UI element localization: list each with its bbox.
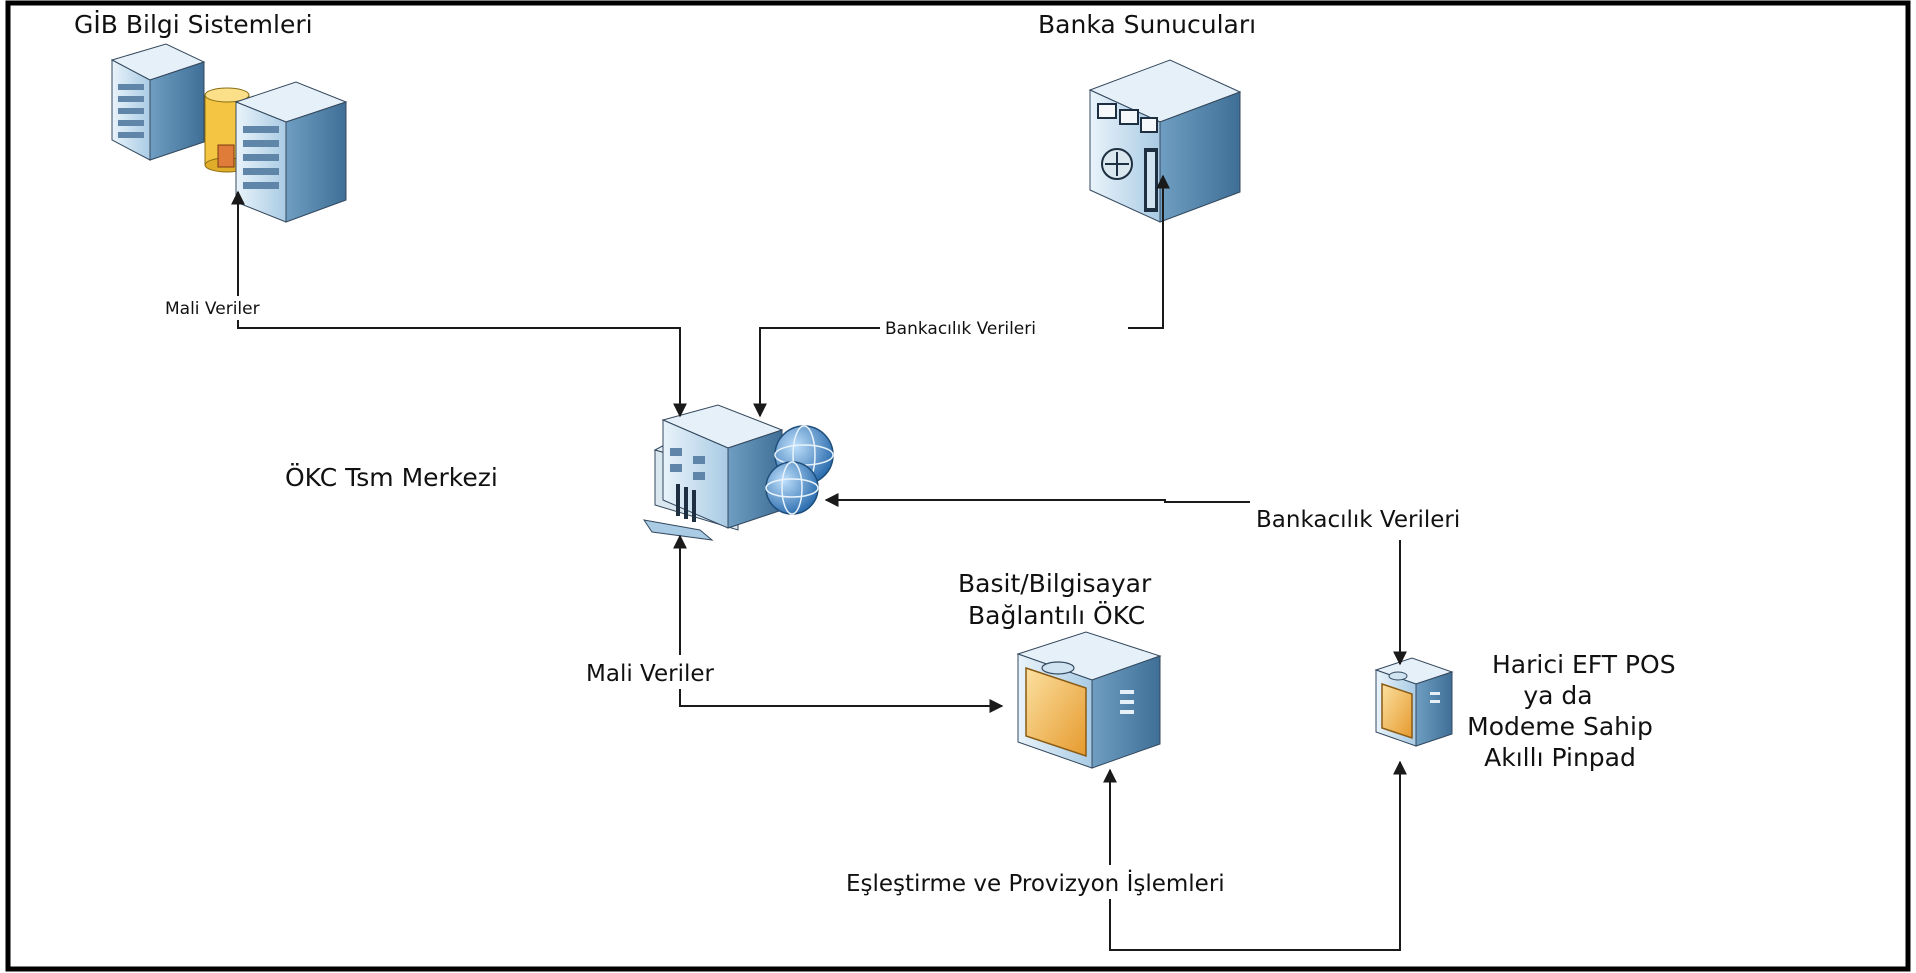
tsm-center-icon (642, 404, 834, 541)
edge-label-bankacilik-top: Bankacılık Verileri (885, 319, 1036, 339)
connector-bankacilik-top (753, 190, 1164, 418)
bank-building-icon (1088, 59, 1242, 223)
eft-pos-device-icon (1374, 657, 1454, 747)
okc-label-line2: Bağlantılı ÖKC (968, 601, 1145, 630)
okc-label-line1: Basit/Bilgisayar (958, 569, 1152, 598)
edge-label-bankacilik-right: Bankacılık Verileri (1256, 507, 1460, 533)
edge-label-mali-veriler-top: Mali Veriler (165, 299, 260, 319)
connector-eslestirme (1109, 760, 1407, 951)
edge-label-eslestirme: Eşleştirme ve Provizyon İşlemleri (846, 869, 1225, 897)
pos-label-line3: Modeme Sahip (1467, 712, 1653, 741)
okc-device-icon (1016, 631, 1162, 769)
diagram-border (5, 0, 1911, 972)
gib-servers-icon (110, 43, 348, 223)
pos-label-line1: Harici EFT POS (1492, 650, 1676, 679)
bank-label: Banka Sunucuları (1038, 10, 1256, 39)
tsm-label: ÖKC Tsm Merkezi (285, 463, 498, 492)
edge-label-mali-veriler-bottom: Mali Veriler (586, 661, 715, 687)
gib-label: GİB Bilgi Sistemleri (74, 10, 313, 39)
pos-label-line4: Akıllı Pinpad (1484, 743, 1636, 772)
pos-label-line2: ya da (1523, 681, 1592, 710)
